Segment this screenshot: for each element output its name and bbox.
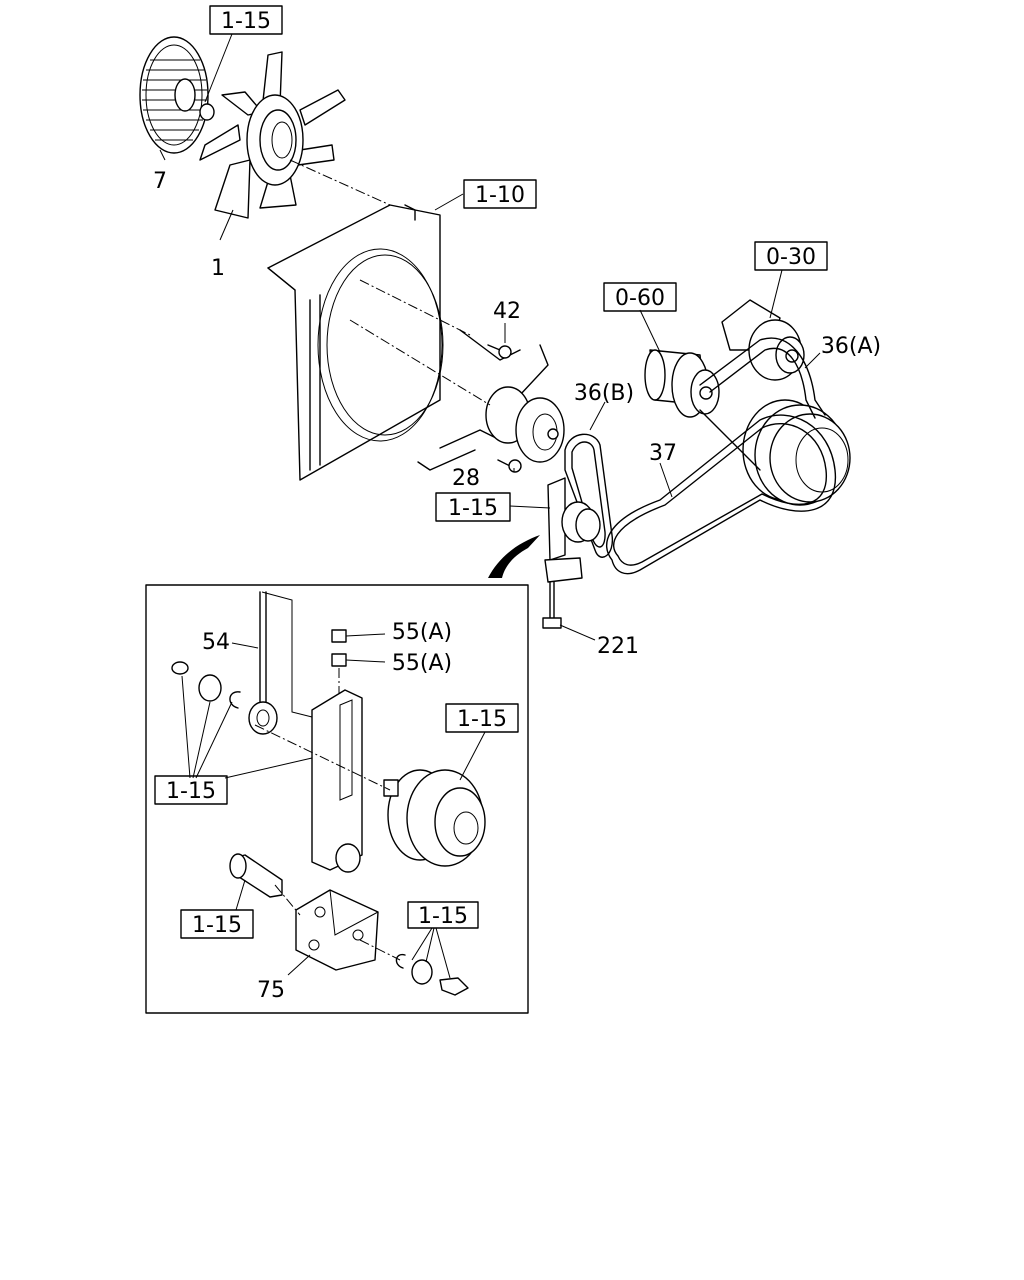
ref-box-detail-pulley: 1-15 bbox=[445, 703, 519, 733]
ref-box-tensioner: 1-15 bbox=[435, 492, 511, 522]
svg-text:0-30: 0-30 bbox=[766, 245, 816, 270]
svg-text:0-60: 0-60 bbox=[615, 286, 665, 311]
ref-box-shroud: 1-10 bbox=[463, 179, 537, 209]
svg-text:1-10: 1-10 bbox=[475, 183, 525, 208]
svg-text:1-15: 1-15 bbox=[192, 913, 242, 938]
bolt-42 bbox=[487, 344, 512, 359]
svg-text:1-15: 1-15 bbox=[221, 9, 271, 34]
ac-compressor bbox=[644, 349, 720, 418]
callout-28: 28 bbox=[452, 466, 480, 491]
ref-box-detail-parts: 1-15 bbox=[154, 775, 228, 805]
callout-55a-bottom: 55(A) bbox=[392, 651, 452, 676]
view-arrow bbox=[488, 535, 540, 578]
callout-42: 42 bbox=[493, 299, 521, 324]
callout-37: 37 bbox=[649, 441, 677, 466]
drive-belts bbox=[564, 337, 837, 575]
detail-parts bbox=[171, 591, 486, 996]
callout-7: 7 bbox=[153, 169, 167, 194]
ref-box-detail-nut: 1-15 bbox=[407, 901, 479, 929]
ref-box-detail-bolt: 1-15 bbox=[180, 909, 254, 939]
ref-box-pump: 0-30 bbox=[754, 241, 828, 271]
ref-box-fan-clutch: 1-15 bbox=[209, 5, 283, 35]
svg-text:1-15: 1-15 bbox=[166, 779, 216, 804]
callout-36b: 36(B) bbox=[574, 381, 634, 406]
svg-text:1-15: 1-15 bbox=[457, 707, 507, 732]
bolt-221 bbox=[542, 581, 562, 629]
callout-75: 75 bbox=[257, 978, 285, 1003]
bolt-28 bbox=[497, 459, 522, 473]
callout-54: 54 bbox=[202, 630, 230, 655]
idler-pulley-upper bbox=[417, 329, 565, 471]
callout-221: 221 bbox=[597, 634, 639, 659]
belt-tensioner bbox=[544, 477, 601, 583]
svg-text:1-15: 1-15 bbox=[448, 496, 498, 521]
crankshaft-pulley bbox=[742, 399, 851, 506]
steering-pump bbox=[721, 299, 805, 381]
leader-lines bbox=[159, 33, 821, 979]
callout-36a: 36(A) bbox=[821, 334, 881, 359]
detail-box bbox=[145, 584, 529, 1014]
ref-box-compressor: 0-60 bbox=[603, 282, 677, 312]
cooling-fan bbox=[199, 51, 346, 219]
svg-text:1-15: 1-15 bbox=[418, 904, 468, 929]
callout-55a-top: 55(A) bbox=[392, 620, 452, 645]
callout-1: 1 bbox=[211, 256, 225, 281]
fan-clutch bbox=[139, 36, 215, 154]
radiator-shroud bbox=[267, 204, 444, 481]
